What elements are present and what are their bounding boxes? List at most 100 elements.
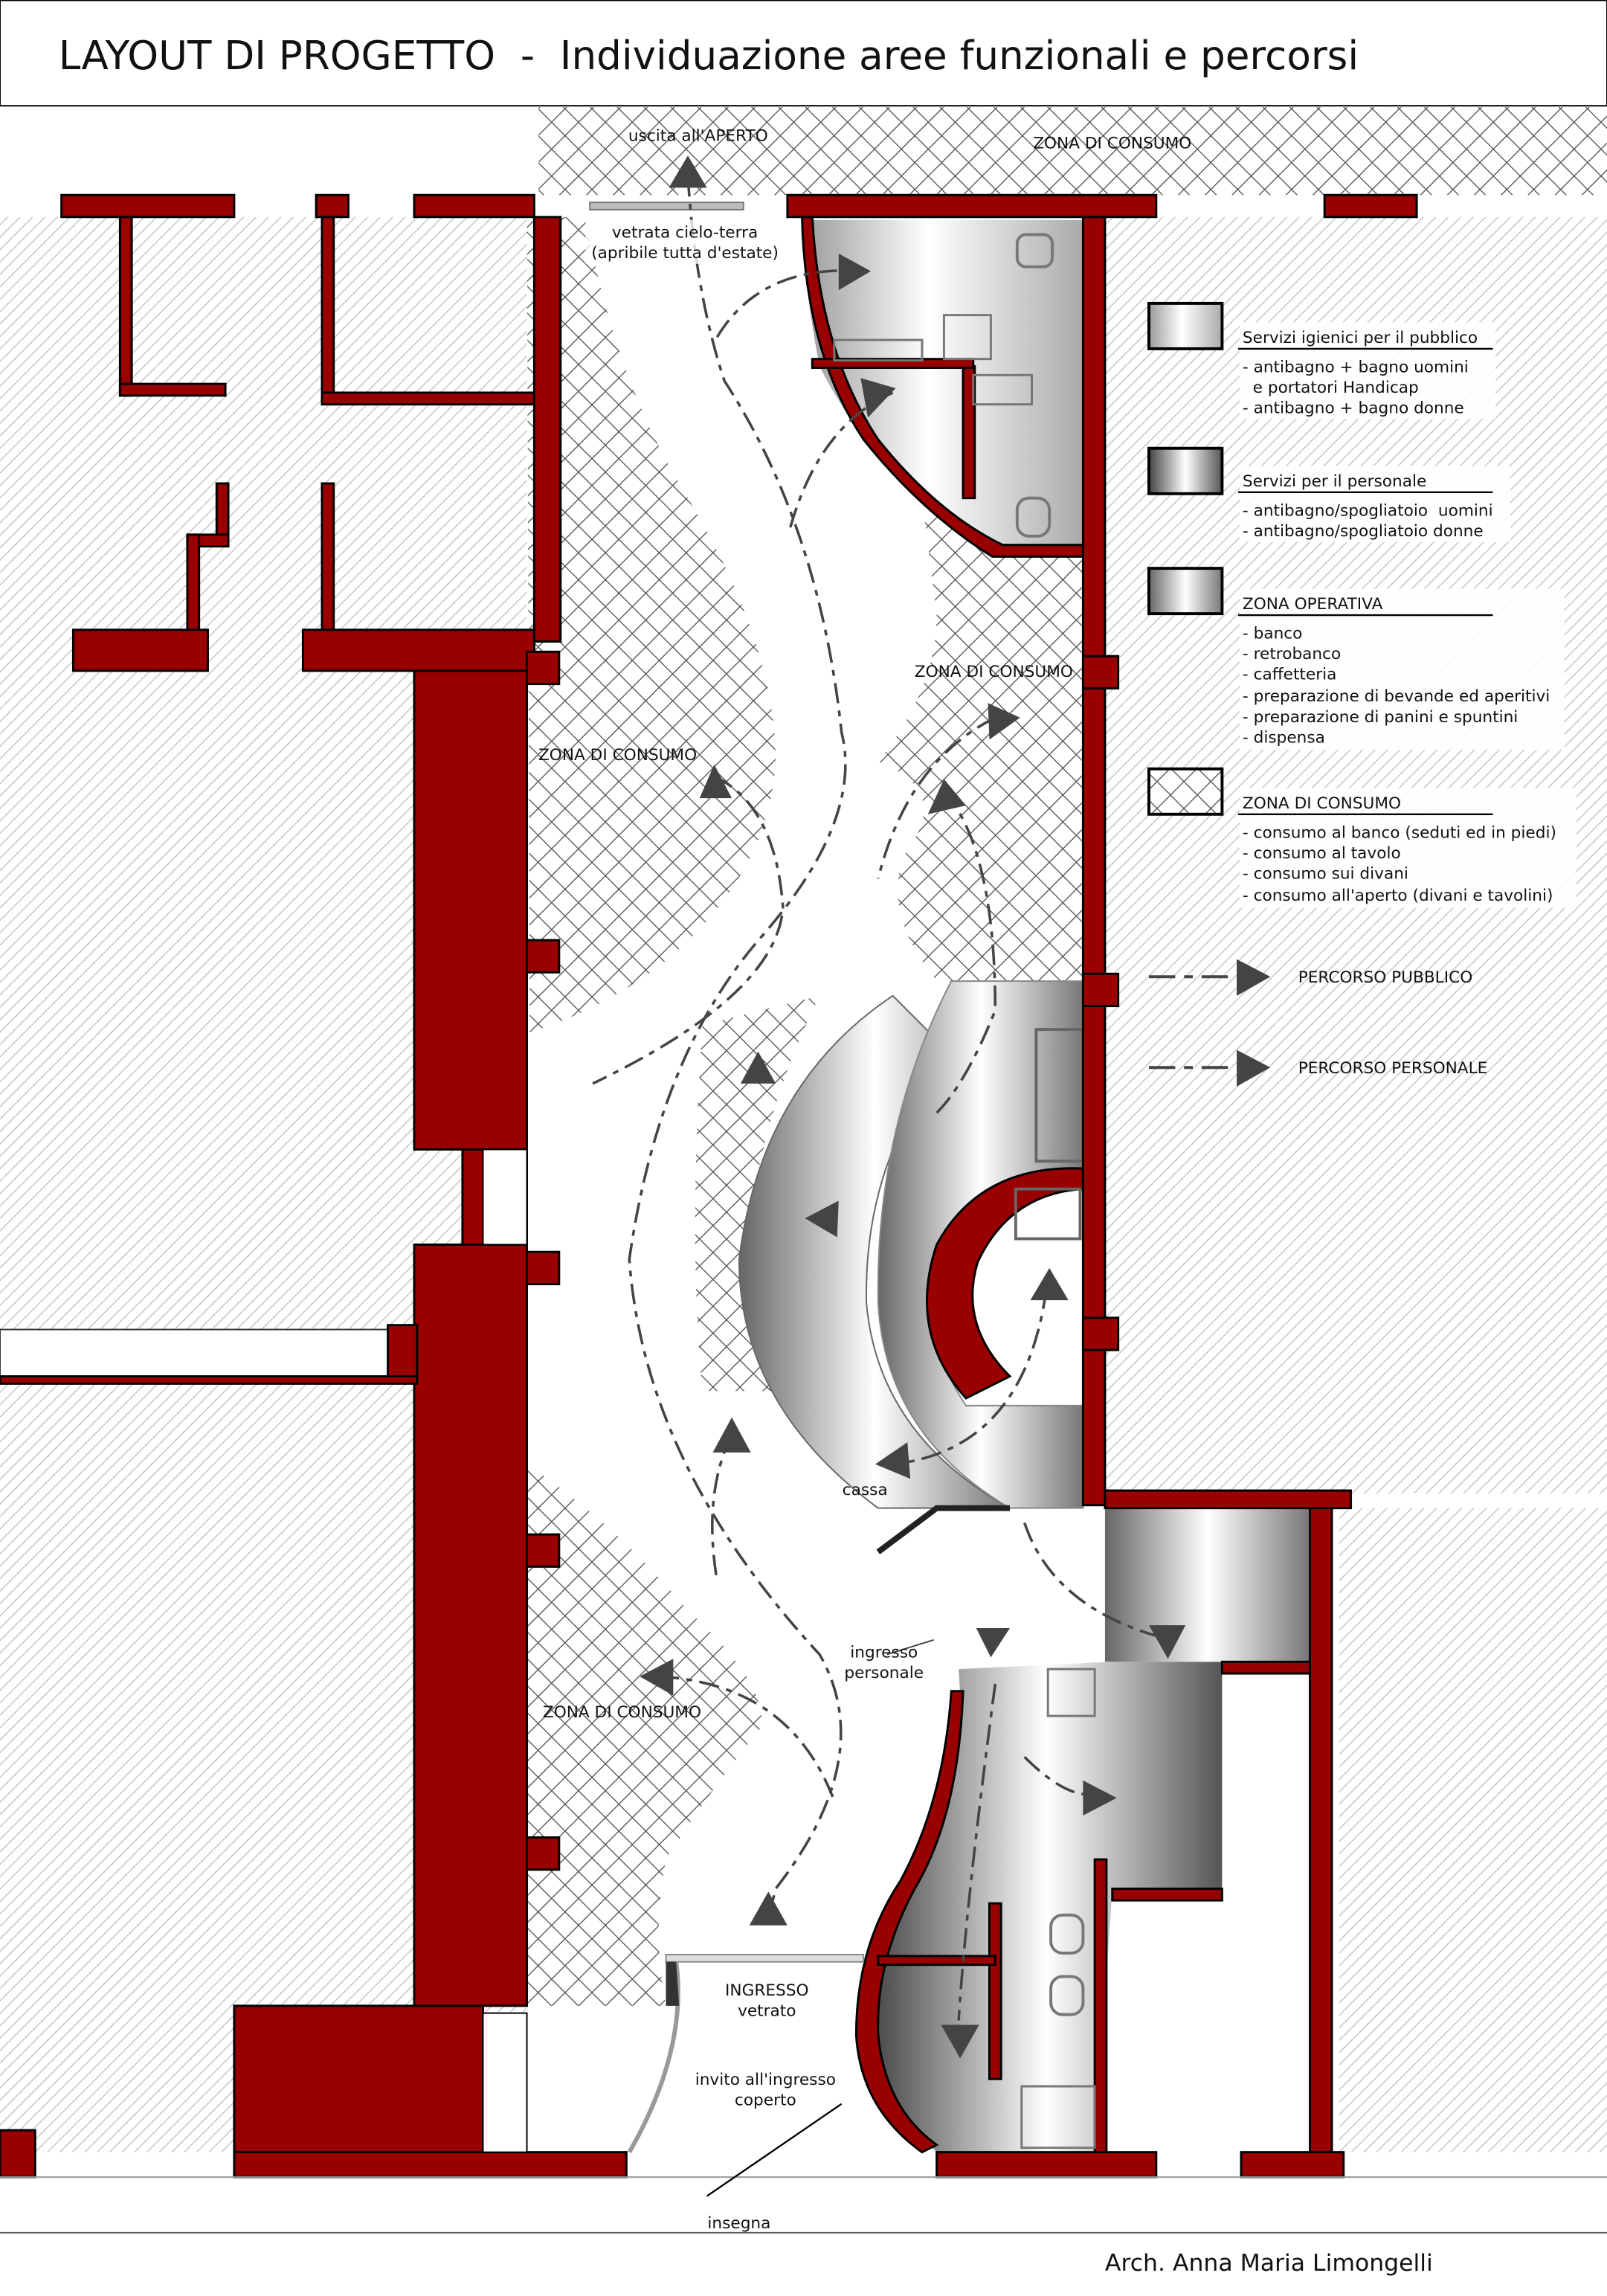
sink-icon: [942, 314, 992, 361]
routes: [592, 176, 1171, 2021]
legend-item: - dispensa: [1243, 728, 1325, 747]
plan-labels: uscita all'APERTO ZONA DI CONSUMO vetrat…: [538, 126, 1191, 2233]
outdoor-consumption-zone: [538, 107, 1607, 196]
arrow-left-icon: [640, 1659, 674, 1696]
legend-item: - consumo al tavolo: [1243, 844, 1401, 863]
label-glass-wall: vetrata cielo-terra: [612, 223, 758, 242]
toilet-partition-wall: [811, 358, 975, 369]
entry-vestibule: [482, 2012, 528, 2153]
toilet-icon: [1015, 496, 1052, 538]
arrow-left-icon: [805, 1200, 839, 1238]
legend-item: - consumo sui divani: [1243, 864, 1408, 883]
staff-curved-wall: [854, 1690, 964, 2154]
arrow-right-icon: [1237, 959, 1271, 996]
arrow-right-icon: [860, 378, 896, 418]
consumption-zone-right: [877, 498, 1083, 982]
stove-icon: [1014, 1187, 1082, 1241]
staff-wall: [1308, 1507, 1333, 2154]
label-entrance-2: vetrato: [738, 2002, 796, 2021]
left-corridor: [0, 1328, 411, 1377]
legend-public-toilets: Servizi igienici per il pubblico - antib…: [1147, 301, 1496, 419]
toilet-icon: [1049, 1975, 1085, 2016]
entrance-pillar: [666, 1961, 680, 2006]
arrow-right-icon: [1083, 1780, 1117, 1816]
legend-item: - retrobanco: [1243, 645, 1341, 663]
legend-staff-services: Servizi per il personale - antibagno/spo…: [1147, 446, 1511, 542]
legend-title: Servizi igienici per il pubblico: [1243, 329, 1478, 347]
label-consumption-left: ZONA DI CONSUMO: [538, 746, 697, 765]
legend-consumption-zone: ZONA DI CONSUMO - consumo al banco (sedu…: [1147, 767, 1577, 908]
legend-title: ZONA DI CONSUMO: [1243, 794, 1401, 813]
arrow-up-icon: [749, 1891, 788, 1926]
legend-swatch-consumption: [1147, 767, 1224, 816]
legend-item: - antibagno + bagno uomini: [1243, 358, 1469, 376]
legend-title: Servizi per il personale: [1243, 472, 1426, 491]
walls: [0, 193, 1418, 2178]
title-bar: LAYOUT DI PROGETTO - Individuazione aree…: [0, 0, 1607, 107]
bar-counter: [738, 994, 1013, 1509]
legend-item: - consumo all'aperto (divani e tavolini): [1243, 887, 1553, 905]
legend-route-label: PERCORSO PUBBLICO: [1298, 968, 1473, 987]
architect-signature: Arch. Anna Maria Limongelli: [1105, 2250, 1433, 2277]
staff-wall: [877, 1955, 996, 1967]
shower-icon: [1046, 1668, 1096, 1717]
staff-wall: [1104, 1489, 1353, 1510]
arrow-up-icon: [669, 155, 707, 188]
public-toilets-area: [802, 219, 1083, 554]
label-glass-wall-note: (apribile tutta d'estate): [591, 244, 779, 263]
toilet-icon: [1049, 1913, 1085, 1955]
arrow-right-icon: [1237, 1049, 1271, 1087]
label-consumption-top: ZONA DI CONSUMO: [1033, 134, 1191, 152]
toilet-icon: [1015, 233, 1054, 268]
sink-icon: [972, 373, 1034, 406]
arrow-left-icon: [875, 1442, 911, 1479]
consumption-zone-bottom: [526, 1464, 762, 2006]
label-consumption-right: ZONA DI CONSUMO: [915, 663, 1073, 681]
staff-wall: [988, 1902, 1002, 2080]
route-arrows: [640, 155, 1186, 2059]
arrow-up-icon: [699, 764, 732, 799]
staff-wall: [1220, 1660, 1311, 1675]
label-exit: uscita all'APERTO: [628, 126, 768, 145]
arrow-up-icon: [712, 1417, 751, 1453]
legend: Servizi igienici per il pubblico - antib…: [1147, 301, 1577, 1087]
label-cashier: cassa: [843, 1481, 888, 1499]
label-entrance: INGRESSO: [725, 1981, 808, 2000]
storage-area: [1104, 1508, 1310, 1662]
arrow-up-icon: [740, 1051, 776, 1084]
legend-staff-route: PERCORSO PERSONALE: [1148, 1049, 1488, 1087]
staff-wall: [1111, 1887, 1223, 1902]
staff-wall: [1093, 1858, 1108, 2154]
right-lower-hatch: [1339, 1508, 1607, 2152]
staff-entry-leader-line: [886, 1639, 934, 1656]
legend-title: ZONA OPERATIVA: [1243, 595, 1383, 614]
arrow-up-icon: [1030, 1267, 1069, 1301]
label-staff-entry-2: personale: [844, 1664, 924, 1682]
legend-item: - antibagno/spogliatoio donne: [1243, 522, 1484, 541]
label-staff-entry: ingresso: [850, 1643, 918, 1662]
legend-route-label: PERCORSO PERSONALE: [1298, 1059, 1488, 1078]
legend-item: - caffetteria: [1243, 666, 1336, 684]
arrow-right-icon: [976, 1628, 1011, 1658]
legend-public-route: PERCORSO PUBBLICO: [1148, 959, 1473, 996]
kitchen-round-wall: [926, 1167, 1084, 1400]
consumption-zone-bar: [695, 995, 820, 1392]
legend-item: - antibagno/spogliatoio uomini: [1243, 501, 1493, 520]
sign-leader-line: [706, 2103, 843, 2197]
label-covered-invite: invito all'ingresso: [695, 2071, 836, 2089]
legend-swatch-staff: [1147, 446, 1224, 495]
left-doorway: [482, 1148, 528, 1246]
legend-item: - banco: [1243, 625, 1302, 643]
glass-entrance-door[interactable]: [665, 1953, 865, 1963]
glass-wall-top[interactable]: [589, 202, 744, 210]
page-title: LAYOUT DI PROGETTO - Individuazione aree…: [59, 33, 1359, 79]
label-covered-invite-2: coperto: [735, 2091, 796, 2110]
sink-icon: [833, 338, 924, 362]
label-consumption-bottom: ZONA DI CONSUMO: [543, 1703, 701, 1722]
legend-item: e portatori Handicap: [1243, 379, 1419, 397]
legend-item: - preparazione di panini e spuntini: [1243, 708, 1518, 727]
legend-swatch-public: [1147, 301, 1224, 350]
arrow-up-icon: [927, 779, 966, 814]
legend-item: - antibagno + bagno donne: [1243, 399, 1464, 418]
legend-item: - preparazione di bevande ed aperitivi: [1243, 687, 1550, 706]
